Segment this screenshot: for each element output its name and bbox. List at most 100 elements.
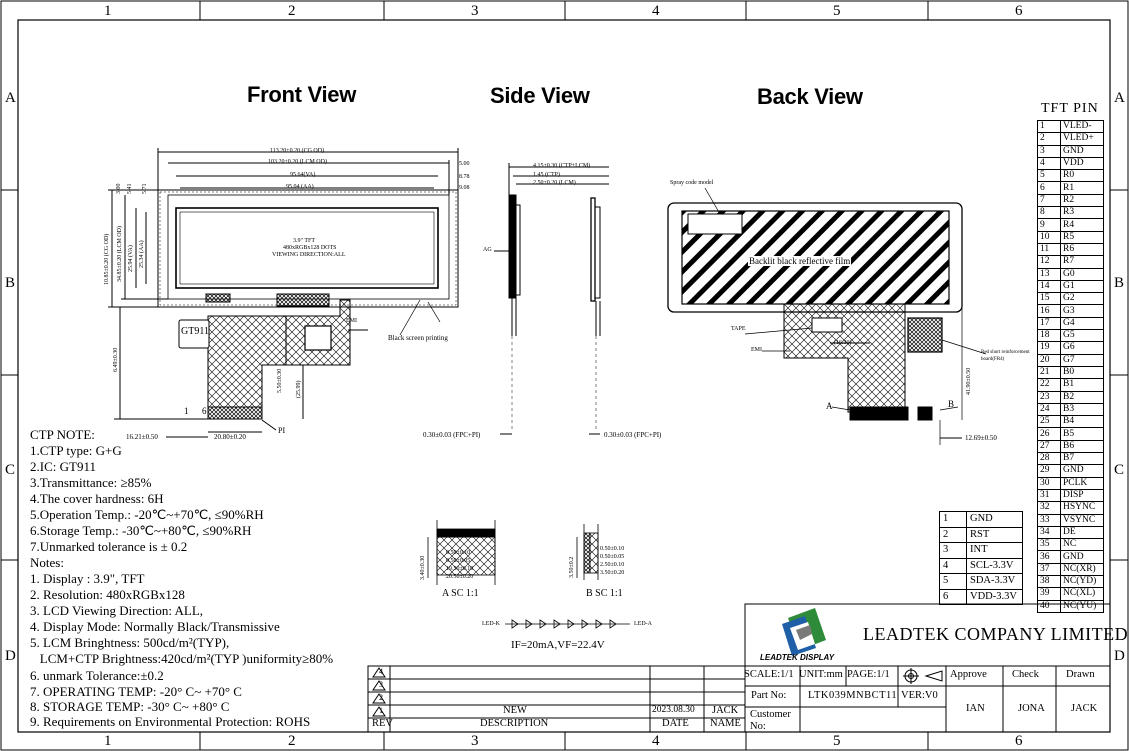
- check-name: JONA: [1018, 703, 1045, 714]
- tft-pin-signal: R5: [1060, 230, 1104, 244]
- logo-text: LEADTEK DISPLAY: [760, 653, 835, 662]
- tft-pin-signal: VSYNC: [1060, 513, 1104, 527]
- revision-name: JACK: [712, 705, 739, 716]
- tft-pin-number: 38: [1037, 574, 1061, 589]
- tft-pin-signal: GND: [1060, 550, 1104, 564]
- side-lcm: 2.50±0.20 (LCM): [533, 180, 576, 186]
- tft-pin-number: 11: [1037, 242, 1061, 257]
- rev-mark: 4: [379, 667, 383, 676]
- section-b-caption: B SC 1:1: [586, 588, 623, 599]
- rev-header: REV: [372, 718, 393, 729]
- tft-pin-signal: R4: [1060, 218, 1104, 232]
- page-number: PAGE:1/1: [847, 669, 890, 680]
- back-view-title: Back View: [757, 84, 863, 109]
- check-header: Check: [1012, 669, 1039, 680]
- zone-col-5: 5: [833, 3, 841, 19]
- dim-r3: 9.08: [459, 185, 470, 191]
- note-item: 3. LCD Viewing Direction: ALL,: [30, 603, 204, 618]
- ctp-note-item: 1.CTP type: G+G: [30, 443, 122, 458]
- section-a-marker: A: [826, 401, 833, 411]
- front-emi: EMI: [346, 318, 357, 324]
- notes-title: Notes:: [30, 555, 64, 570]
- side-fpc-pi-left: 0.30±0.03 (FPC+PI): [423, 431, 481, 439]
- section-a-dim-3: 19.50±0.10: [446, 566, 474, 572]
- zone-col-6: 6: [1015, 3, 1023, 19]
- tft-pin-signal: NC: [1060, 538, 1104, 552]
- note-item: LCM+CTP Brightness:420cd/m²(TYP )uniform…: [30, 651, 334, 666]
- ctp-note-item: 5.Operation Temp.: -20℃~+70℃, ≤90%RH: [30, 507, 264, 522]
- zone-col-2: 2: [288, 3, 296, 19]
- section-a-dim-1: 0.50±0.10: [446, 550, 471, 556]
- ctp-note-title: CTP NOTE:: [30, 427, 95, 442]
- tft-pin-signal: G4: [1060, 316, 1104, 331]
- zone-col-6-bottom: 6: [1015, 733, 1023, 749]
- dim-r2: 8.78: [459, 174, 470, 180]
- ctp-note-item: 2.IC: GT911: [30, 459, 96, 474]
- tft-pin-signal: R3: [1060, 206, 1104, 220]
- note-item: 7. OPERATING TEMP: -20° C~ +70° C: [30, 684, 242, 699]
- section-b-dim-2: 0.50±0.05: [600, 554, 625, 560]
- zone-col-2-bottom: 2: [288, 733, 296, 749]
- tft-pin-signal: B1: [1060, 378, 1104, 392]
- zone-col-1-bottom: 1: [104, 733, 112, 749]
- ctp-note-item: 6.Storage Temp.: -30℃~+80℃, ≤90%RH: [30, 523, 252, 538]
- tft-pin-signal: NC(YD): [1060, 574, 1104, 589]
- tft-pin-number: 36: [1037, 550, 1061, 564]
- revision-date: 2023.08.30: [652, 705, 695, 715]
- approve-name: IAN: [966, 703, 985, 714]
- tft-pin-signal: VDD: [1060, 156, 1104, 171]
- dim-r1: 5.00: [459, 161, 470, 167]
- back-right-offset: 12.69±0.50: [965, 434, 997, 442]
- ctp-note-item: 4.The cover hardness: 6H: [30, 491, 164, 506]
- side-ctp-lcm: 4.15±0.30 (CTP+LCM): [533, 163, 591, 169]
- zone-col-4-bottom: 4: [652, 733, 660, 749]
- tft-pin-signal: NC(XL): [1060, 587, 1104, 601]
- ctp-note-item: 7.Unmarked tolerance is ± 0.2: [30, 539, 188, 554]
- leadtek-logo-icon: [782, 608, 826, 656]
- tft-pin-signal: HSYNC: [1060, 501, 1104, 515]
- dim-lcm-od: 103.20±0.20 (LCM OD): [268, 159, 327, 165]
- tft-pin-signal: R1: [1060, 181, 1104, 195]
- name-header: NAME: [710, 718, 741, 729]
- side-ctp: 1.45 (CTP): [533, 172, 560, 178]
- ctp-note-item: 3.Transmittance: ≥85%: [30, 475, 152, 490]
- note-item: 5. LCM Bringhtness: 500cd/m²(TYP),: [30, 635, 230, 650]
- back-emi: EMI: [751, 347, 762, 353]
- front-pi: PI: [278, 426, 286, 435]
- part-no-label: Part No:: [751, 690, 787, 701]
- tft-pin-number: 1: [1037, 119, 1061, 134]
- zone-row-d: D: [5, 648, 16, 664]
- section-b-dim-3: 2.50±0.10: [600, 562, 625, 568]
- drawn-header: Drawn: [1066, 669, 1095, 680]
- tft-pin-signal: NC(YU): [1060, 599, 1104, 613]
- company-name: LEADTEK COMPANY LIMITED: [863, 624, 1129, 644]
- screen-size: 3.9" TFT: [293, 238, 316, 244]
- scale: SCALE:1/1: [744, 669, 794, 680]
- zone-row-d-right: D: [1114, 648, 1125, 664]
- version: VER:V0: [901, 690, 938, 701]
